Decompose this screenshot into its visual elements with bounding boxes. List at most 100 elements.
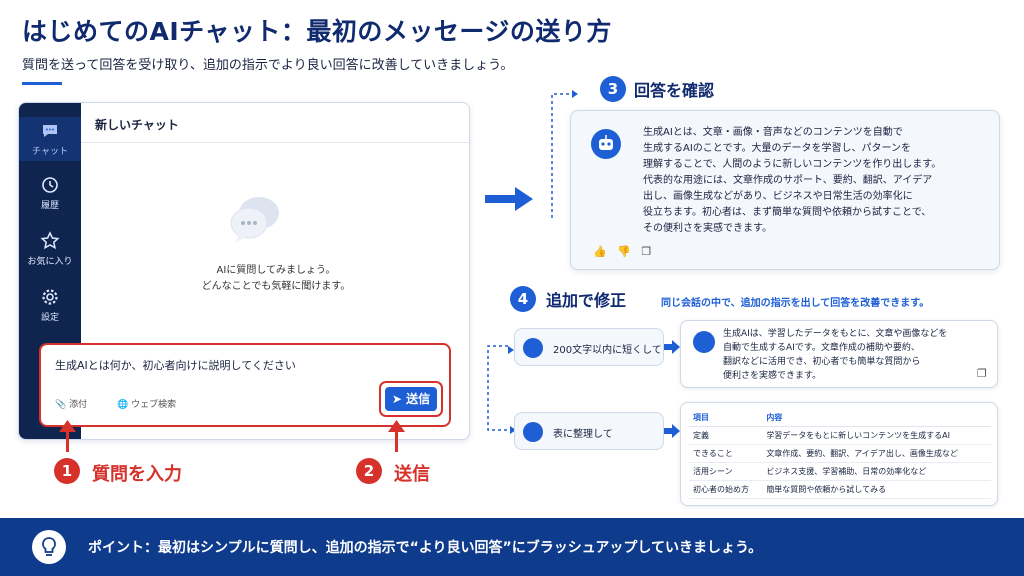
- page-title: はじめてのAIチャット：最初のメッセージの送り方: [22, 17, 612, 46]
- table-row: 定義学習データをもとに新しいコンテンツを生成するAI: [689, 426, 991, 445]
- sidebar-item-label: お気に入り: [27, 257, 73, 267]
- globe-icon: 🌐: [117, 400, 129, 410]
- step4-label: 追加で修正: [546, 291, 627, 310]
- connector-line: [551, 90, 578, 218]
- step4-number: 4: [510, 286, 536, 312]
- reply-line: 生成AIは、学習したデータをもとに、文章や画像などを: [723, 329, 948, 339]
- send-label: 送信: [406, 392, 431, 406]
- thumbs-down-icon[interactable]: 👎: [617, 245, 631, 258]
- message-input-box[interactable]: 生成AIとは何か、初心者向けに説明してください 📎 添付 🌐 ウェブ検索 ➤ 送…: [39, 343, 451, 427]
- table-cell: 初心者の始め方: [689, 480, 763, 499]
- response-line: 出し、画像生成などがあり、ビジネスや日常生活の効率化に: [643, 191, 913, 202]
- arrow-right-icon: [664, 340, 680, 354]
- step1-label: 質問を入力: [92, 464, 182, 485]
- robot-icon: [599, 135, 613, 150]
- step1-arrow: [66, 428, 69, 452]
- step2-arrow: [395, 428, 398, 452]
- chat-bubble-icon: [43, 125, 57, 137]
- empty-line-1: AIに質問してみましょう。: [216, 265, 336, 276]
- sidebar-item-favorites[interactable]: お気に入り: [19, 231, 81, 267]
- followup-table-card: 項目 内容 定義学習データをもとに新しいコンテンツを生成するAI できること文章…: [680, 402, 998, 506]
- ai-response-card: 生成AIとは、文章・画像・音声などのコンテンツを自動で 生成するAIのことです。…: [570, 110, 1000, 270]
- table-header: 項目: [689, 409, 763, 427]
- bot-avatar: [591, 129, 621, 159]
- paperclip-icon: 📎: [55, 400, 67, 410]
- table-cell: 定義: [689, 426, 763, 445]
- table-cell: 文章作成、要約、翻訳、アイデア出し、画像生成など: [762, 444, 991, 463]
- user-avatar-icon: [523, 422, 543, 442]
- summary-table: 項目 内容 定義学習データをもとに新しいコンテンツを生成するAI できること文章…: [689, 409, 991, 499]
- sidebar-item-settings[interactable]: 設定: [19, 287, 81, 323]
- response-line: その便利さを実感できます。: [643, 223, 772, 234]
- followup-connector: [487, 345, 516, 434]
- ai-response-text: 生成AIとは、文章・画像・音声などのコンテンツを自動で 生成するAIのことです。…: [643, 125, 983, 237]
- flow-arrow-icon: [485, 187, 533, 211]
- attach-label: 添付: [69, 400, 88, 410]
- chat-header-title: 新しいチャット: [81, 103, 469, 143]
- response-line: 代表的な用途には、文章作成のサポート、要約、翻訳、アイデア: [643, 175, 933, 186]
- paper-plane-icon: ➤: [391, 392, 402, 406]
- message-input[interactable]: 生成AIとは何か、初心者向けに説明してください: [55, 359, 296, 372]
- table-row: 活用シーンビジネス支援、学習補助、日常の効率化など: [689, 462, 991, 481]
- star-icon: [40, 231, 60, 250]
- sidebar-item-label: 設定: [40, 313, 59, 323]
- sidebar-item-label: 履歴: [40, 201, 59, 211]
- chat-bubbles-icon: [230, 197, 279, 243]
- empty-state-text: AIに質問してみましょう。 どんなことでも気軽に聞けます。: [81, 263, 469, 295]
- chat-window: チャット 履歴 お気に入り 設定 新しいチャット AIに質問してみましょう。 ど…: [18, 102, 470, 440]
- user-avatar-icon: [523, 338, 543, 358]
- table-header: 内容: [762, 409, 991, 427]
- table-row: 初心者の始め方簡単な質問や依頼から試してみる: [689, 480, 991, 499]
- table-row: できること文章作成、要約、翻訳、アイデア出し、画像生成など: [689, 444, 991, 463]
- reply-line: 翻訳などに活用でき、初心者でも簡単な質問から: [723, 357, 921, 367]
- step2-label: 送信: [394, 464, 430, 485]
- title-accent-line: [22, 82, 62, 85]
- reply-line: 自動で生成するAIです。文章作成の補助や要約、: [723, 343, 920, 353]
- web-search-button[interactable]: 🌐 ウェブ検索: [117, 397, 176, 410]
- step3-number: 3: [600, 76, 626, 102]
- step4-subtext: 同じ会話の中で、追加の指示を出して回答を改善できます。: [661, 298, 930, 309]
- bot-avatar: [693, 331, 715, 353]
- tip-text: ポイント：最初はシンプルに質問し、追加の指示で“より良い回答”にブラッシュアップ…: [88, 540, 763, 556]
- gear-icon: [42, 289, 58, 305]
- table-header-row: 項目 内容: [689, 409, 991, 427]
- followup-prompt-2: 表に整理して: [514, 412, 664, 450]
- table-cell: できること: [689, 444, 763, 463]
- response-line: 役立ちます。初心者は、まず簡単な質問や依頼から試すことで、: [643, 207, 932, 218]
- followup-reply-card: 生成AIは、学習したデータをもとに、文章や画像などを 自動で生成するAIです。文…: [680, 320, 998, 388]
- web-search-label: ウェブ検索: [131, 400, 177, 410]
- step1-number: 1: [54, 458, 80, 484]
- step3-label: 回答を確認: [634, 81, 715, 100]
- empty-line-2: どんなことでも気軽に聞けます。: [201, 281, 351, 292]
- followup-prompt-text: 200文字以内に短くして: [553, 345, 662, 356]
- table-cell: 活用シーン: [689, 462, 763, 481]
- tip-bar: ポイント：最初はシンプルに質問し、追加の指示で“より良い回答”にブラッシュアップ…: [0, 518, 1024, 576]
- response-line: 生成AIとは、文章・画像・音声などのコンテンツを自動で: [643, 127, 903, 138]
- sidebar-item-history[interactable]: 履歴: [19, 175, 81, 211]
- table-cell: 簡単な質問や依頼から試してみる: [762, 480, 991, 499]
- lightbulb-icon: [32, 530, 66, 564]
- attach-button[interactable]: 📎 添付: [55, 397, 87, 410]
- thumbs-up-icon[interactable]: 👍: [593, 245, 607, 258]
- copy-icon[interactable]: ❐: [977, 367, 987, 380]
- page-subtitle: 質問を送って回答を受け取り、追加の指示でより良い回答に改善していきましょう。: [22, 58, 514, 73]
- followup-reply-text: 生成AIは、学習したデータをもとに、文章や画像などを 自動で生成するAIです。文…: [723, 327, 983, 383]
- reply-line: 便利さを実感できます。: [723, 371, 822, 381]
- feedback-row: 👍 👎 ❐: [593, 245, 651, 258]
- response-line: 生成するAIのことです。大量のデータを学習し、パターンを: [643, 143, 911, 154]
- step2-number: 2: [356, 458, 382, 484]
- clock-icon: [42, 177, 58, 193]
- arrow-right-icon: [664, 424, 680, 438]
- response-line: 理解することで、人間のように新しいコンテンツを作り出します。: [643, 159, 942, 170]
- send-highlight: ➤ 送信: [379, 381, 443, 417]
- followup-prompt-1: 200文字以内に短くして: [514, 328, 664, 366]
- sidebar-item-chat[interactable]: チャット: [19, 117, 81, 161]
- send-button[interactable]: ➤ 送信: [385, 387, 437, 411]
- followup-prompt-text: 表に整理して: [553, 429, 613, 440]
- step1-arrowhead-icon: [59, 420, 76, 432]
- sidebar-item-label: チャット: [32, 147, 68, 157]
- copy-icon[interactable]: ❐: [641, 245, 652, 258]
- table-cell: 学習データをもとに新しいコンテンツを生成するAI: [762, 426, 991, 445]
- step2-arrowhead-icon: [388, 420, 405, 432]
- table-cell: ビジネス支援、学習補助、日常の効率化など: [762, 462, 991, 481]
